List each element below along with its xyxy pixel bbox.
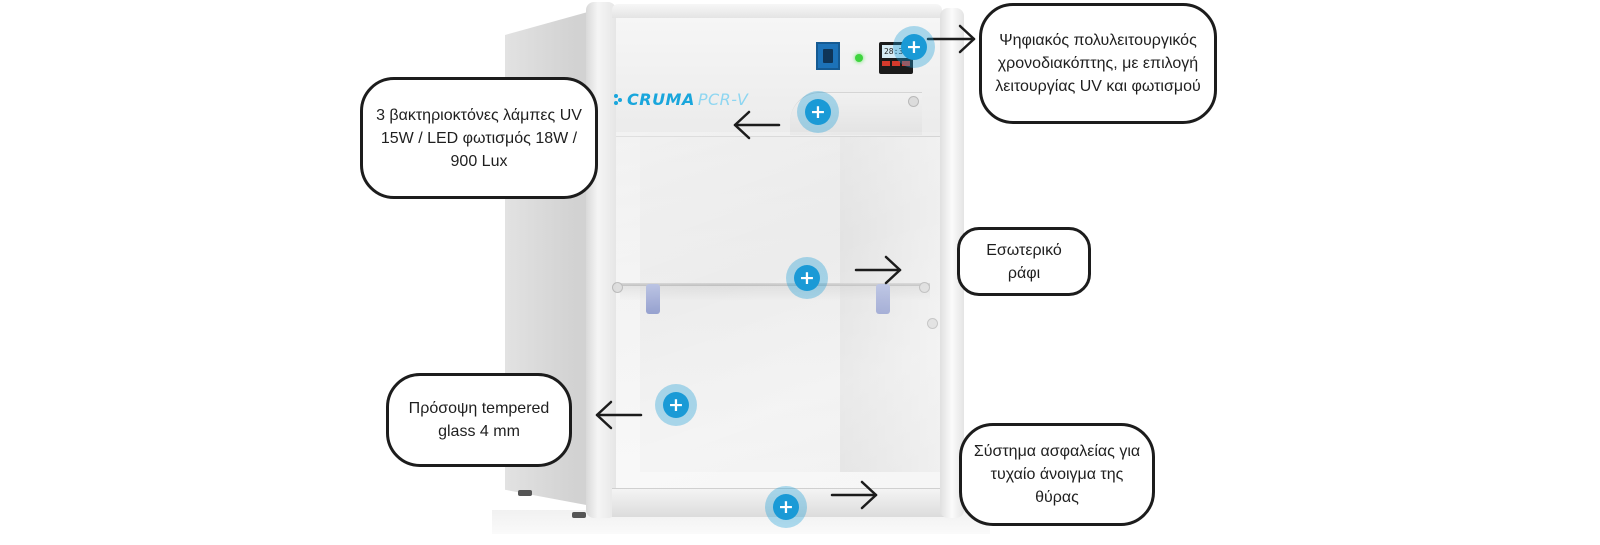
- shelf-glass: [620, 286, 930, 300]
- power-switch: [816, 42, 840, 70]
- model-name: PCR-V: [697, 89, 749, 109]
- cabinet-left-pillar: [586, 2, 616, 518]
- door-hinge-middle: [919, 282, 930, 293]
- hotspot-uv-lamps[interactable]: +: [797, 91, 839, 133]
- door-hinge-top: [908, 96, 919, 107]
- plus-icon: +: [906, 35, 922, 58]
- plus-icon: +: [668, 393, 684, 416]
- plus-icon: +: [799, 266, 815, 289]
- cabinet-foot-left: [518, 490, 532, 496]
- front-glass: [616, 132, 940, 492]
- callout-front-glass: Πρόσοψη tempered glass 4 mm: [386, 373, 572, 467]
- shelf-clip-left: [646, 284, 660, 314]
- status-led: [855, 54, 863, 62]
- shelf-rod: [618, 283, 930, 286]
- plus-icon: +: [810, 100, 826, 123]
- hotspot-safety-system[interactable]: +: [765, 486, 807, 528]
- shelf-clip-right: [876, 284, 890, 314]
- brand-logo: CRUMA PCR-V: [614, 88, 804, 110]
- callout-uv-lamps: 3 βακτηριοκτόνες λάμπες UV 15W / LED φωτ…: [360, 77, 598, 199]
- hotspot-front-glass[interactable]: +: [655, 384, 697, 426]
- callout-safety-system: Σύστημα ασφαλείας για τυχαίο άνοιγμα της…: [959, 423, 1155, 526]
- brand-name: CRUMA: [627, 89, 695, 109]
- callout-shelf: Εσωτερικό ράφι: [957, 227, 1091, 296]
- cabinet-top-rim: [612, 4, 942, 18]
- door-hinge-lower: [927, 318, 938, 329]
- callout-timer: Ψηφιακός πολυλειτουργικός χρονοδιακόπτης…: [979, 3, 1217, 124]
- brand-dots-icon: [614, 92, 624, 106]
- cabinet-foot-front: [572, 512, 586, 518]
- cabinet-right-wall: [840, 132, 940, 472]
- hotspot-timer[interactable]: +: [893, 26, 935, 68]
- shelf-mount-left: [612, 282, 623, 293]
- timer-buttons: [882, 61, 910, 66]
- plus-icon: +: [778, 495, 794, 518]
- hotspot-shelf[interactable]: +: [786, 257, 828, 299]
